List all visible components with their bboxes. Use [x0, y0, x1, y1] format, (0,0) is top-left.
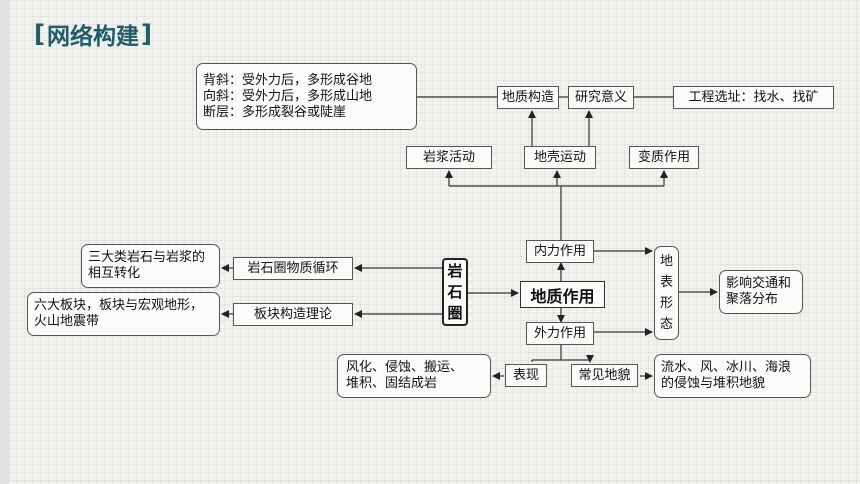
crustal-movement-node: 地壳运动: [524, 146, 596, 169]
title-open-bracket: [: [34, 20, 45, 48]
research-significance-node: 研究意义: [568, 86, 634, 109]
geologic-structure-node: 地质构造: [497, 86, 559, 109]
structure-fault: 断层：多形成裂谷或陡崖: [203, 104, 347, 120]
weathering-box: 风化、侵蚀、搬运、 堆积、固结成岩: [337, 354, 491, 398]
magma-activity-node: 岩浆活动: [406, 146, 492, 169]
structure-types-box: 背斜：受外力后，多形成谷地 向斜：受外力后，多形成山地 断层：多形成裂谷或陡崖: [196, 63, 417, 130]
engineering-node: 工程选址：找水、找矿: [673, 86, 834, 109]
lithosphere-node: 岩 石 圈: [442, 258, 468, 326]
rock-cycle-node: 岩石圈物质循环: [233, 257, 353, 280]
manifestation-node: 表现: [505, 364, 547, 387]
common-landform-node: 常见地貌: [571, 364, 638, 387]
rock-types-box: 三大类岩石与岩浆的 相互转化: [81, 244, 220, 288]
plate-theory-node: 板块构造理论: [233, 303, 353, 326]
side-bar: [0, 0, 10, 484]
impact-box: 影响交通和 聚落分布: [719, 270, 803, 314]
external-force-node: 外力作用: [526, 322, 594, 345]
landform-node: 地 表 形 态: [654, 246, 679, 340]
geologic-action-node: 地质作用: [520, 281, 605, 308]
metamorphism-node: 变质作用: [629, 146, 699, 169]
erosion-deposition-box: 流水、风、冰川、海浪 的侵蚀与堆积地貌: [654, 354, 811, 398]
section-title: [ 网络构建 ]: [34, 18, 152, 50]
title-text: 网络构建: [46, 24, 139, 50]
plate-description-box: 六大板块，板块与宏观地形， 火山地震带: [27, 292, 220, 336]
structure-anticline: 背斜：受外力后，多形成谷地: [203, 72, 373, 88]
internal-force-node: 内力作用: [526, 240, 594, 263]
title-close-bracket: ]: [140, 20, 152, 48]
structure-syncline: 向斜：受外力后，多形成山地: [203, 88, 373, 104]
